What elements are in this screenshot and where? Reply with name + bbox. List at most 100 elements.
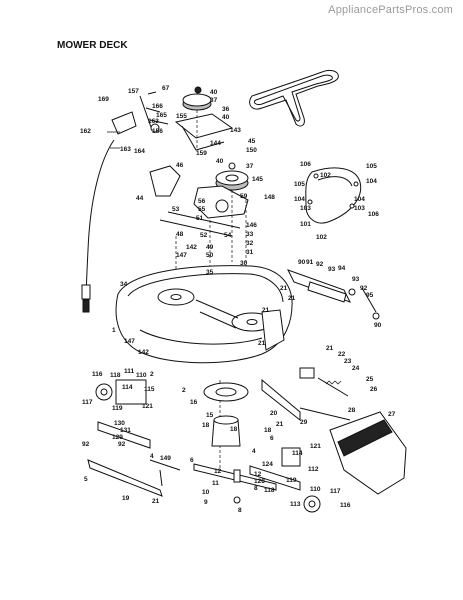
callout-103: 103 <box>300 205 311 212</box>
callout-112: 112 <box>308 466 319 473</box>
callout-124: 124 <box>262 461 273 468</box>
callout-163: 163 <box>148 118 159 125</box>
callout-28: 28 <box>348 407 356 414</box>
discharge-chute-part-27 <box>299 367 407 495</box>
callout-116: 116 <box>340 502 351 509</box>
callout-56: 56 <box>198 198 206 205</box>
callout-90: 90 <box>298 259 306 266</box>
callout-121: 121 <box>310 443 321 450</box>
callout-92: 92 <box>316 261 324 268</box>
callout-32: 32 <box>246 240 254 247</box>
callout-11: 11 <box>212 480 219 487</box>
callout-44: 44 <box>136 195 144 202</box>
callout-102: 102 <box>316 234 327 241</box>
callout-25: 25 <box>366 376 374 383</box>
callout-50: 50 <box>206 252 214 259</box>
callout-26: 26 <box>370 386 378 393</box>
callout-30: 30 <box>240 260 248 267</box>
callout-92: 92 <box>360 285 368 292</box>
center-pulley-stack <box>149 86 249 237</box>
callout-92: 92 <box>82 441 90 448</box>
lift-handle-assembly <box>81 91 169 313</box>
callout-116: 116 <box>92 371 103 378</box>
callout-121: 121 <box>142 403 153 410</box>
callout-115: 115 <box>144 386 155 393</box>
callout-93: 93 <box>328 266 336 273</box>
right-bracket-assembly <box>286 269 380 320</box>
callout-162: 162 <box>80 128 91 135</box>
callout-155: 155 <box>176 113 187 120</box>
callout-106: 106 <box>368 211 379 218</box>
callout-27: 27 <box>388 411 396 418</box>
callout-104: 104 <box>366 178 377 185</box>
callout-148: 148 <box>264 194 275 201</box>
callout-110: 110 <box>310 486 321 493</box>
callout-15: 15 <box>206 412 214 419</box>
callout-114: 114 <box>122 384 133 391</box>
callout-35: 35 <box>206 269 214 276</box>
callout-21: 21 <box>288 295 296 302</box>
callout-9: 9 <box>204 499 208 506</box>
callout-36: 36 <box>222 106 230 113</box>
callout-2: 2 <box>182 387 186 394</box>
spindle-blade-assembly <box>193 382 277 504</box>
callout-33: 33 <box>246 231 254 238</box>
callout-21: 21 <box>326 345 334 352</box>
callout-110: 110 <box>136 372 147 379</box>
callout-169: 169 <box>98 96 109 103</box>
callout-150: 150 <box>246 147 257 154</box>
callout-103: 103 <box>354 205 365 212</box>
callout-118: 118 <box>264 487 275 494</box>
callout-23: 23 <box>344 358 352 365</box>
callout-59: 59 <box>240 193 248 200</box>
callout-147: 147 <box>176 252 187 259</box>
callout-52: 52 <box>200 232 208 239</box>
callout-54: 54 <box>224 232 232 239</box>
callout-51: 51 <box>196 215 204 222</box>
callout-2: 2 <box>150 371 154 378</box>
callout-8: 8 <box>238 507 242 514</box>
callout-163: 163 <box>120 146 131 153</box>
callout-22: 22 <box>338 351 346 358</box>
callout-143: 143 <box>230 127 241 134</box>
callout-19: 19 <box>122 495 130 502</box>
callout-145: 145 <box>252 176 263 183</box>
callout-6: 6 <box>190 457 194 464</box>
callout-5: 5 <box>84 476 88 483</box>
callout-21: 21 <box>152 498 160 505</box>
diagram-title: MOWER DECK <box>57 40 128 51</box>
callout-21: 21 <box>258 340 266 347</box>
callout-128: 128 <box>254 478 265 485</box>
callout-text-layer: 157 67 169 166 165 163 155 156 162 163 1… <box>80 85 396 514</box>
callout-118: 118 <box>110 372 121 379</box>
callout-34: 34 <box>120 281 128 288</box>
callout-40: 40 <box>216 158 224 165</box>
callout-53: 53 <box>172 206 180 213</box>
callout-114: 114 <box>292 450 303 457</box>
callout-6: 6 <box>270 435 274 442</box>
callout-37: 37 <box>246 163 254 170</box>
callout-92: 92 <box>118 441 126 448</box>
callout-156: 156 <box>152 128 163 135</box>
callout-106: 106 <box>300 161 311 168</box>
callout-144: 144 <box>210 140 221 147</box>
callout-24: 24 <box>352 365 360 372</box>
lift-linkage-right <box>249 378 321 513</box>
callout-45: 45 <box>248 138 256 145</box>
callout-165: 165 <box>156 112 167 119</box>
callout-105: 105 <box>294 181 305 188</box>
callout-12: 12 <box>254 471 262 478</box>
callout-18: 18 <box>264 427 272 434</box>
callout-101: 101 <box>300 221 311 228</box>
callout-18: 18 <box>202 422 210 429</box>
callout-117: 117 <box>82 399 93 406</box>
callout-4: 4 <box>150 453 154 460</box>
callout-93: 93 <box>352 276 360 283</box>
belt-part-68 <box>249 69 339 127</box>
callout-159: 159 <box>196 150 207 157</box>
callout-157: 157 <box>128 88 139 95</box>
callout-119: 119 <box>286 477 297 484</box>
callout-164: 164 <box>134 148 145 155</box>
callout-90: 90 <box>374 322 382 329</box>
